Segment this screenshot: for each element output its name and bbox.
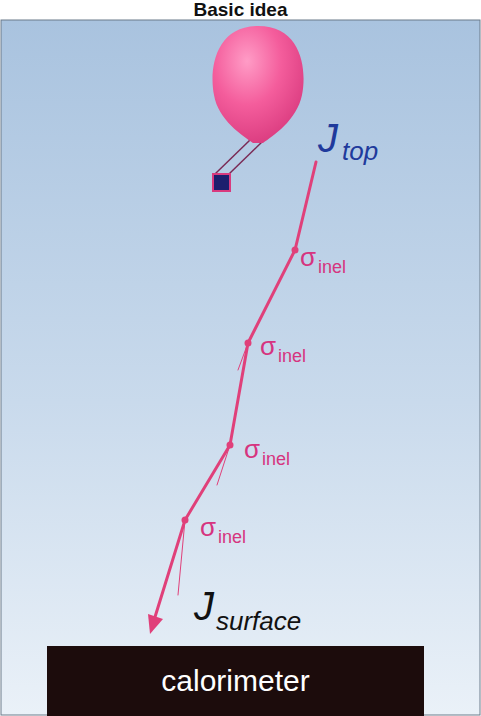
- secondary-track: [238, 343, 248, 370]
- interaction-dot: [292, 247, 299, 254]
- cross-section-symbol: σ: [260, 333, 276, 359]
- cross-section-symbol: σ: [200, 514, 216, 540]
- sky-background: [1, 20, 480, 715]
- flux-symbol: J: [194, 586, 214, 626]
- interaction-dot: [245, 340, 252, 347]
- interaction-dot: [182, 517, 189, 524]
- gondola: [213, 174, 230, 191]
- track-line: [155, 162, 316, 617]
- balloon-envelope: [213, 26, 304, 143]
- balloon: [213, 26, 304, 191]
- cross-section-subscript: inel: [278, 347, 306, 365]
- detector-box: calorimeter: [47, 646, 424, 716]
- arrowhead: [148, 614, 163, 634]
- secondary-track: [217, 445, 230, 485]
- cross-section-symbol: σ: [244, 436, 260, 462]
- flux-symbol: J: [318, 118, 338, 158]
- cross-section-subscript: inel: [218, 528, 246, 546]
- cross-section-subscript: inel: [262, 450, 290, 468]
- balloon-string: [229, 140, 264, 174]
- node-text: calorimeter: [161, 666, 309, 696]
- flux-subscript: surface: [216, 608, 301, 634]
- secondary-track: [178, 520, 185, 595]
- flux-subscript: top: [342, 138, 378, 164]
- particle-track: [148, 162, 316, 634]
- cross-section-subscript: inel: [318, 258, 346, 276]
- cross-section-symbol: σ: [300, 244, 316, 270]
- interaction-dot: [227, 442, 234, 449]
- title: Basic idea: [0, 0, 481, 19]
- balloon-string: [215, 140, 250, 174]
